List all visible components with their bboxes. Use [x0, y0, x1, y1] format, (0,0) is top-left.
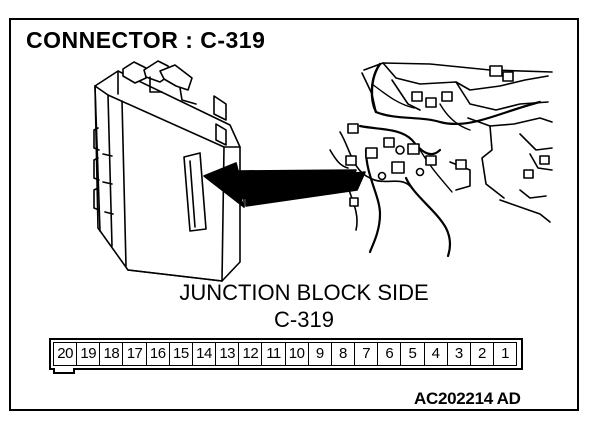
pointer-arrow	[203, 162, 366, 208]
pin-20: 20	[54, 343, 78, 365]
pin-4: 4	[425, 343, 448, 365]
pin-6: 6	[378, 343, 402, 365]
connector-id-caption: C-319	[274, 307, 334, 332]
pin-13: 13	[216, 343, 240, 365]
connector-housing	[49, 338, 523, 370]
connector-key	[53, 368, 75, 374]
pin-1: 1	[501, 345, 509, 362]
pin-14: 14	[193, 343, 217, 365]
junction-block-side-caption: JUNCTION BLOCK SIDE	[179, 280, 429, 305]
figure-border	[9, 18, 579, 411]
pin-10: 10	[286, 343, 309, 365]
pin-row: 20 19 18 17 16 15 14 13 12 11 10 9 8 7 6…	[53, 342, 517, 366]
connector-title: CONNECTOR : C-319	[26, 27, 266, 53]
pin-15: 15	[170, 343, 193, 365]
pin-17: 17	[123, 343, 147, 365]
pin-18: 18	[100, 343, 124, 365]
pin-16: 16	[147, 343, 170, 365]
pin-8: 8	[332, 343, 356, 365]
pin-12: 12	[239, 343, 263, 365]
junction-block-drawing	[93, 60, 241, 282]
pin-7: 7	[355, 343, 379, 365]
pin-11: 11	[262, 343, 286, 365]
pin-19: 19	[77, 343, 101, 365]
pin-5: 5	[401, 343, 425, 365]
dash-harness-drawing	[329, 62, 553, 258]
connector-face: 20 19 18 17 16 15 14 13 12 11 10 9 8 7 6…	[49, 338, 523, 376]
figure-code: AC202214 AD	[414, 389, 521, 408]
pin-3: 3	[448, 343, 471, 365]
pin-2: 2	[471, 343, 494, 365]
pin-9: 9	[309, 343, 332, 365]
